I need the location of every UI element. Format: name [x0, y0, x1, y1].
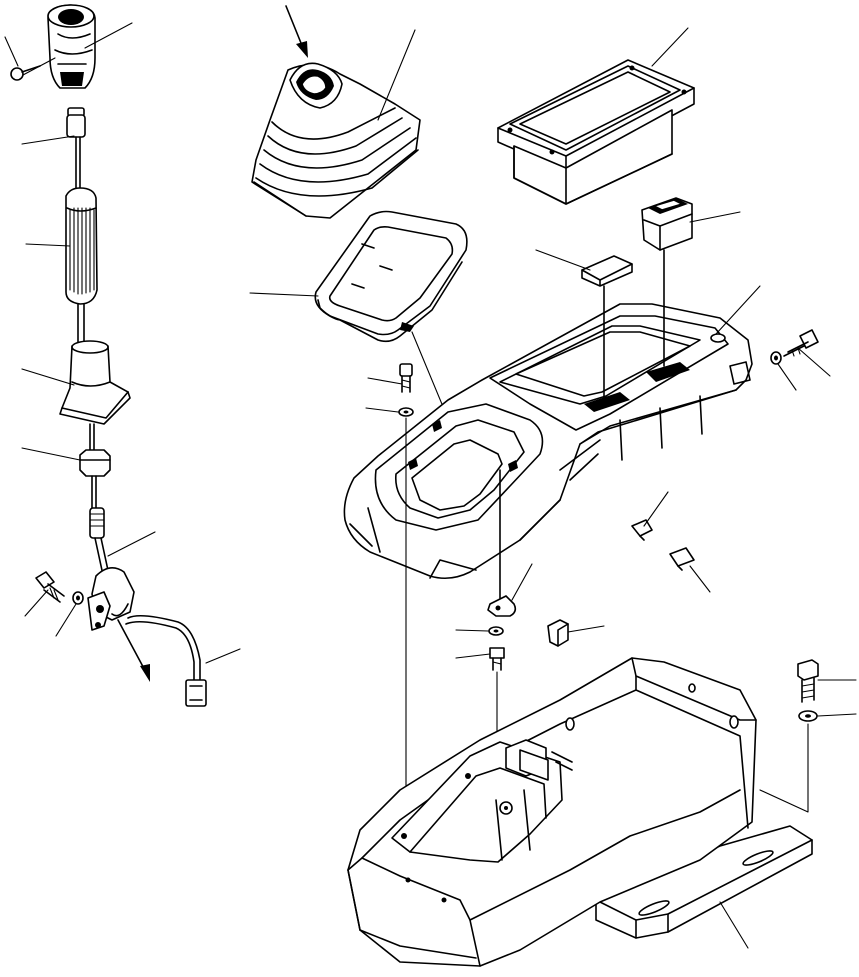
bellows-icon — [251, 62, 421, 219]
callout-cap — [535, 249, 591, 271]
callout-box — [651, 27, 689, 67]
bolt-right-icon — [783, 329, 819, 357]
blank-cap-icon — [581, 255, 633, 401]
connector-icon — [66, 107, 86, 191]
callout-base-washer — [817, 713, 857, 717]
callout-knob-screw-2 — [22, 57, 56, 76]
frame-icon — [314, 210, 468, 343]
callout-bellows — [377, 29, 416, 121]
bolt-mid-icon — [489, 647, 505, 671]
washer-mid-icon — [488, 626, 504, 636]
clip-b-icon — [669, 547, 695, 571]
knob-screw-icon — [10, 65, 41, 81]
nut-icon — [79, 449, 111, 509]
callout-grip — [25, 243, 71, 247]
callout-washer-top — [365, 407, 399, 413]
insert-arrow-icon — [285, 5, 308, 58]
callout-harness — [205, 648, 241, 664]
callout-cable-end — [21, 135, 75, 145]
grip-knob-icon — [47, 4, 96, 89]
wire-harness-icon — [125, 614, 207, 707]
callout-knob-screw — [4, 36, 19, 67]
callout-clamp — [511, 563, 533, 601]
housing-icon — [347, 657, 813, 967]
callout-bolt-left — [24, 589, 49, 617]
rocker-switch-icon — [641, 197, 693, 367]
base-bolt-icon — [797, 659, 819, 703]
knurled-grip-icon — [65, 187, 98, 346]
bolt-left-icon — [35, 571, 65, 603]
clamp-icon — [487, 469, 517, 617]
box-icon — [497, 59, 695, 205]
callout-clip-a — [643, 491, 669, 527]
cover-icon — [343, 303, 753, 580]
callout-frame — [249, 292, 319, 297]
washer-right-icon — [770, 351, 782, 365]
guide-line-right — [759, 723, 809, 813]
callout-nut — [21, 447, 81, 461]
down-arrow-icon — [117, 619, 150, 682]
callout-knob — [84, 22, 133, 49]
washer-top-icon — [398, 407, 414, 417]
callout-base-plate — [719, 901, 749, 949]
callout-washer-left — [55, 603, 77, 637]
callout-boot — [21, 368, 75, 386]
callout-cover — [715, 285, 761, 335]
callout-washer-mid — [455, 629, 489, 632]
callout-washer-right — [777, 363, 797, 391]
callout-clip-b — [689, 565, 711, 593]
callout-bolt-mid — [455, 653, 491, 659]
bracket-icon — [547, 619, 569, 647]
clip-icon — [631, 519, 653, 541]
callout-bolt-right — [797, 347, 831, 377]
callout-bracket — [567, 625, 605, 633]
bolt-top-icon — [399, 363, 413, 393]
callout-bolt-top — [367, 377, 403, 385]
base-washer-icon — [798, 710, 818, 722]
washer-left-icon — [72, 591, 84, 605]
boot-icon — [59, 340, 131, 453]
callout-switch — [689, 211, 741, 223]
lever-icon — [87, 507, 135, 631]
callout-lever — [107, 531, 156, 557]
